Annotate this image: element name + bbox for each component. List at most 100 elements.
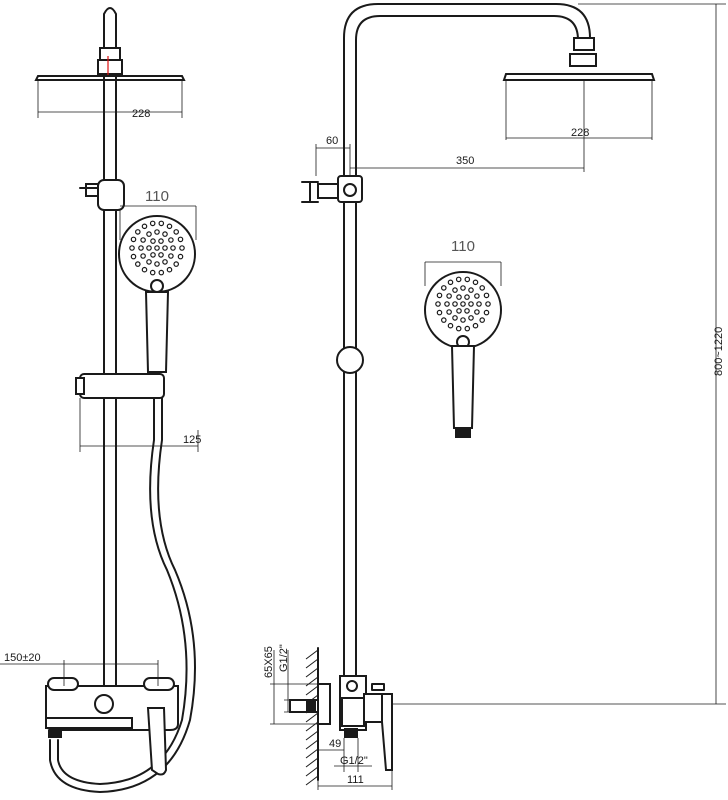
nozzle (179, 245, 185, 251)
nozzle (472, 279, 479, 286)
nozzle (447, 322, 454, 329)
side-escutcheon (317, 683, 331, 725)
nozzle (149, 220, 156, 227)
nozzle (177, 253, 184, 260)
nozzle (150, 252, 156, 258)
front-riser-top (103, 7, 117, 49)
hatch-line (305, 766, 319, 777)
nozzle (460, 285, 466, 291)
nozzle (472, 322, 479, 329)
nozzle (474, 293, 480, 299)
hatch-line (305, 757, 319, 768)
nozzle (460, 317, 466, 323)
front-spout (45, 717, 133, 729)
side-hand-shower-handle (450, 345, 476, 429)
front-right-inlet (143, 677, 175, 691)
nozzle (177, 236, 184, 243)
dim-side-height-range: 800~1220 (713, 327, 725, 376)
hatch-line (305, 730, 319, 741)
nozzle (162, 231, 168, 237)
nozzle (140, 237, 146, 243)
nozzle (141, 223, 148, 230)
nozzle (464, 325, 471, 332)
nozzle (474, 309, 480, 315)
front-view: 228 110 125 (0, 7, 201, 793)
side-lever (381, 693, 393, 771)
nozzle (162, 245, 168, 251)
dim-side-thread-lower: G1/2" (340, 755, 368, 767)
nozzle (146, 245, 152, 251)
dim-side-head-width: 228 (571, 127, 589, 139)
dim-side-arm-offset: 60 (326, 135, 338, 147)
dim-front-inlet-spacing: 150±20 (4, 652, 41, 664)
front-hose-inner (57, 397, 188, 785)
dim-side-depth-111: 111 (347, 774, 364, 786)
dim-side-thread-upper: G1/2" (278, 644, 290, 672)
nozzle (485, 301, 491, 307)
hatch-line (305, 712, 319, 723)
side-slide-knob (336, 346, 364, 374)
nozzle (464, 276, 471, 283)
dim-side-handset-width: 110 (451, 238, 475, 255)
nozzle (158, 269, 165, 276)
nozzle (468, 287, 474, 293)
nozzle (452, 301, 458, 307)
nozzle (468, 301, 474, 307)
hatch-line (305, 721, 319, 732)
nozzle (479, 317, 486, 323)
nozzle (166, 223, 173, 230)
nozzle (154, 261, 160, 267)
nozzle (141, 266, 148, 273)
nozzle (149, 269, 156, 276)
dim-side-escutcheon: 65X65 (263, 646, 275, 678)
side-view: 228 60 350 110 800~1220 (263, 3, 726, 790)
nozzle (455, 325, 462, 332)
nozzle (464, 308, 470, 314)
hatch-line (305, 658, 319, 669)
nozzle (452, 287, 458, 293)
nozzle (476, 301, 482, 307)
side-wall-hatch (305, 649, 319, 786)
nozzle (435, 301, 441, 307)
front-lever (146, 707, 168, 776)
nozzle (173, 229, 180, 235)
nozzle (130, 236, 137, 243)
front-head-connector (99, 47, 121, 61)
nozzle (447, 279, 454, 286)
nozzle (166, 266, 173, 273)
nozzle (173, 261, 180, 267)
front-hand-shower-nozzles (129, 220, 185, 276)
nozzle (444, 301, 450, 307)
nozzle (158, 238, 164, 244)
front-left-inlet (47, 677, 79, 691)
nozzle (460, 301, 466, 307)
nozzle (168, 237, 174, 243)
nozzle (455, 276, 462, 283)
nozzle (168, 253, 174, 259)
nozzle (440, 317, 447, 323)
side-overhead-shower (502, 73, 656, 81)
front-hand-shower-handle (144, 291, 170, 373)
nozzle (158, 252, 164, 258)
nozzle (140, 253, 146, 259)
nozzle (479, 285, 486, 291)
front-hose-outer (49, 397, 196, 793)
hatch-line (305, 739, 319, 750)
dim-front-holder-offset: 125 (183, 434, 201, 446)
nozzle (146, 259, 152, 265)
nozzle (436, 309, 443, 316)
hatch-line (305, 667, 319, 678)
nozzle (146, 231, 152, 237)
front-diverter-knob (94, 694, 114, 714)
nozzle (446, 309, 452, 315)
nozzle (440, 285, 447, 291)
nozzle (483, 292, 490, 299)
hatch-line (305, 676, 319, 687)
front-slide-holder (79, 373, 165, 399)
nozzle (129, 245, 135, 251)
hatch-line (305, 775, 319, 786)
nozzle (162, 259, 168, 265)
nozzle (170, 245, 176, 251)
nozzle (436, 292, 443, 299)
